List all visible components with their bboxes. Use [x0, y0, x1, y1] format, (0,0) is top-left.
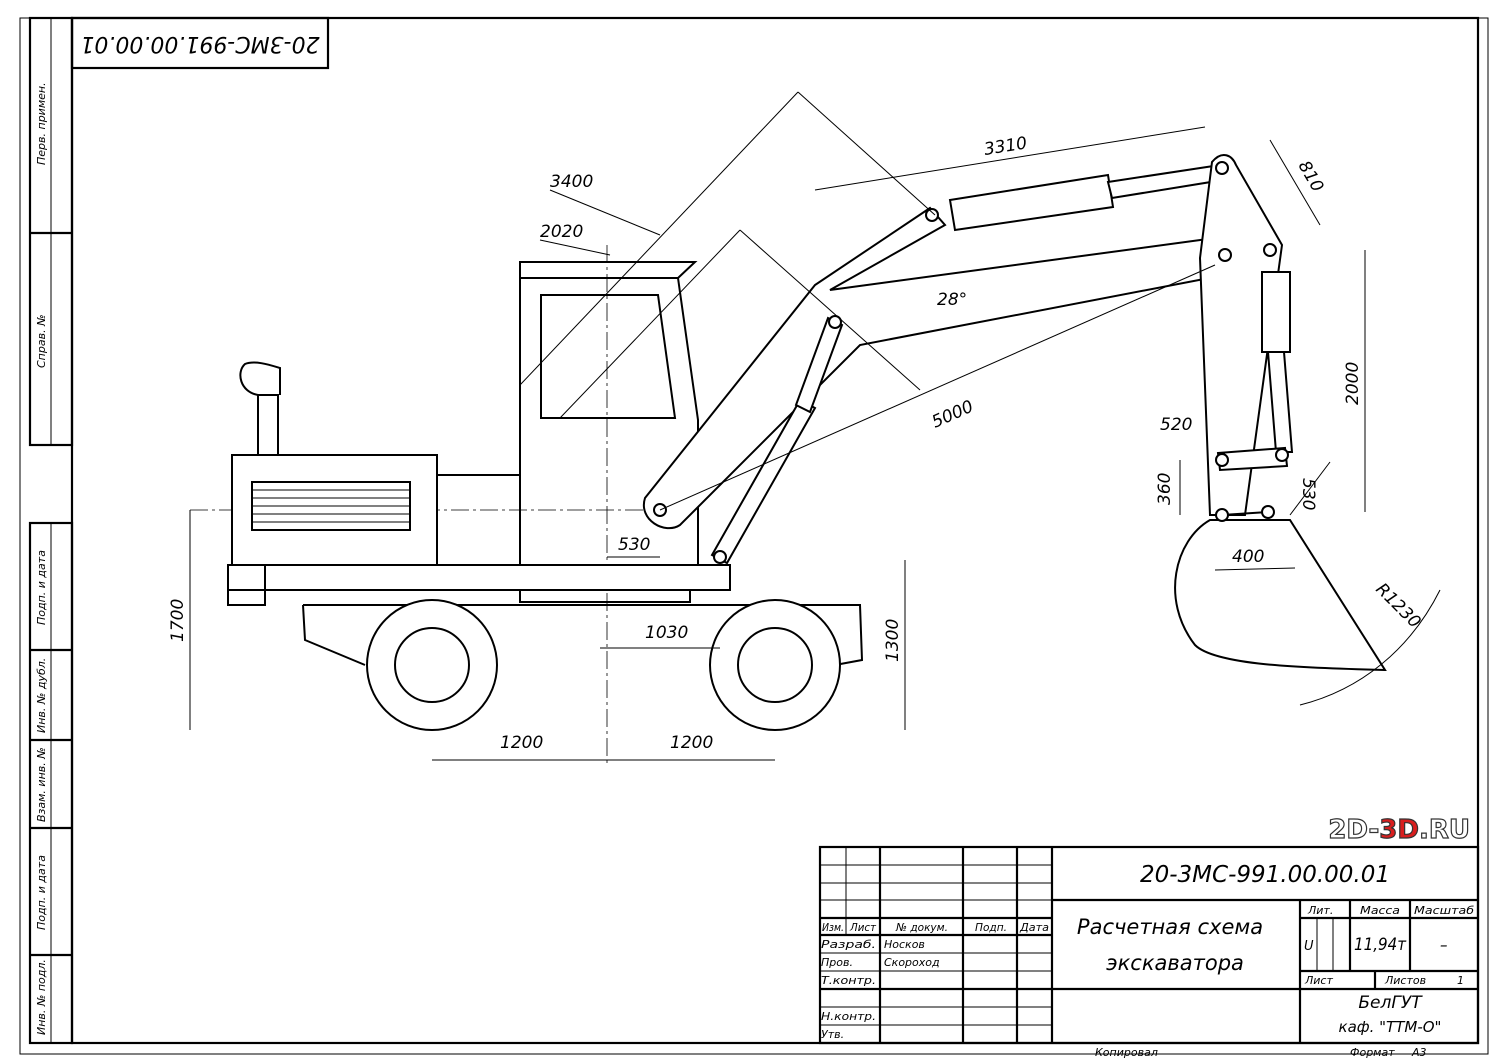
- sheet-border: [19, 17, 1489, 1055]
- cab: [519, 261, 699, 565]
- dim-label: 3310: [983, 133, 1029, 160]
- wheel-front: [709, 599, 841, 731]
- watermark-part2: 3D: [1379, 815, 1419, 845]
- person-name: Скороход: [884, 956, 940, 969]
- side-label: Перв. примен.: [35, 82, 48, 165]
- header-izm: Изм.: [822, 921, 844, 934]
- stamp-code: 20-3МС-991.00.00.01: [80, 31, 319, 56]
- sheet-label: Лист: [1304, 974, 1333, 987]
- sheets-value: 1: [1457, 974, 1464, 987]
- side-strip: Перв. примен. Справ. № Подп. и дата Инв.…: [28, 16, 74, 1045]
- role-label: Разраб.: [821, 938, 876, 951]
- org-line1: БелГУТ: [1358, 993, 1423, 1013]
- upper-frame: [227, 564, 731, 591]
- dim-label: 1030: [645, 623, 688, 643]
- drawing-name-line1: Расчетная схема: [1077, 915, 1263, 939]
- person-name: Носков: [884, 938, 925, 951]
- header-list: Лист: [849, 921, 876, 934]
- dim-label: 1200: [670, 733, 713, 753]
- pins: [653, 161, 1289, 564]
- drawing-name-line2: экскаватора: [1106, 951, 1244, 975]
- dimension-lines: [189, 91, 1366, 761]
- role-label: Н.контр.: [821, 1010, 876, 1023]
- header-sign: Подп.: [975, 921, 1007, 934]
- dim-label: 2020: [540, 222, 583, 242]
- dim-label: 530: [1298, 478, 1318, 510]
- scale-label: Масштаб: [1414, 904, 1474, 917]
- side-label: Подп. и дата: [35, 550, 48, 625]
- bucket: [1174, 519, 1387, 672]
- watermark-text: 2D-3D.RU: [1328, 815, 1470, 845]
- grille: [251, 481, 411, 531]
- bucket-radius-arc: [1299, 589, 1441, 706]
- dim-label: 520: [1160, 415, 1192, 435]
- wheel-rear: [366, 599, 498, 731]
- turntable: [519, 589, 691, 603]
- arm-cylinder-rod: [1106, 163, 1225, 200]
- side-label: Взам. инв. №: [35, 747, 48, 822]
- side-label: Инв. № подл.: [35, 959, 48, 1035]
- dim-label: 530: [618, 535, 650, 555]
- boom-cylinder-rod: [794, 316, 844, 414]
- watermark-logo: 2D-3D.RU: [1328, 814, 1471, 845]
- watermark-part3: .RU: [1419, 815, 1470, 845]
- role-label: Пров.: [821, 956, 853, 969]
- mass-value: 11,94т: [1354, 935, 1407, 955]
- dim-label: 5000: [929, 397, 977, 433]
- arm-cylinder-body: [948, 173, 1115, 232]
- exhaust-pipe: [257, 394, 279, 455]
- copied-label: Копировал: [1095, 1046, 1158, 1059]
- cab-window: [540, 294, 677, 419]
- side-label: Справ. №: [35, 314, 48, 368]
- format-value: А3: [1411, 1046, 1427, 1059]
- engine-hood: [231, 454, 438, 566]
- role-label: Т.контр.: [821, 974, 876, 987]
- chassis: [302, 604, 864, 666]
- excavator-drawing: 3400 2020 3310 810 28° 5000 2000 520 360…: [168, 91, 1441, 765]
- lit-label: Лит.: [1307, 904, 1333, 917]
- mass-label: Масса: [1360, 904, 1400, 917]
- format-label: Формат: [1350, 1046, 1395, 1059]
- dim-label: 3400: [550, 172, 593, 192]
- bucket-cylinder-body: [1261, 271, 1291, 353]
- title-block: Изм. Лист № докум. Подп. Дата Разраб. Но…: [818, 845, 1480, 1059]
- dim-label: 360: [1155, 473, 1175, 505]
- header-date: Дата: [1019, 921, 1049, 934]
- side-label: Подп. и дата: [35, 855, 48, 930]
- scale-value: –: [1440, 936, 1448, 954]
- role-label: Утв.: [821, 1028, 844, 1041]
- dim-label: 2000: [1343, 362, 1363, 405]
- sheets-label: Листов: [1384, 974, 1426, 987]
- header-doc: № докум.: [895, 921, 948, 934]
- watermark-part1: 2D-: [1328, 815, 1379, 845]
- dim-label: 810: [1294, 158, 1328, 196]
- boom: [642, 206, 1242, 530]
- designation: 20-3МС-991.00.00.01: [1140, 862, 1390, 888]
- side-label: Инв. № дубл.: [35, 658, 48, 733]
- org-line2: каф. "ТТМ-О": [1339, 1018, 1442, 1036]
- dim-label: R1230: [1371, 579, 1424, 632]
- lit-value: U: [1304, 939, 1314, 954]
- dim-label: 1200: [500, 733, 543, 753]
- dim-label: 400: [1232, 547, 1264, 567]
- dim-label: 1300: [883, 619, 903, 662]
- dim-label: 28°: [937, 290, 967, 310]
- dim-label: 1700: [168, 599, 188, 642]
- bucket-cylinder-rod: [1266, 351, 1294, 453]
- top-stamp: 20-3МС-991.00.00.01: [70, 16, 330, 70]
